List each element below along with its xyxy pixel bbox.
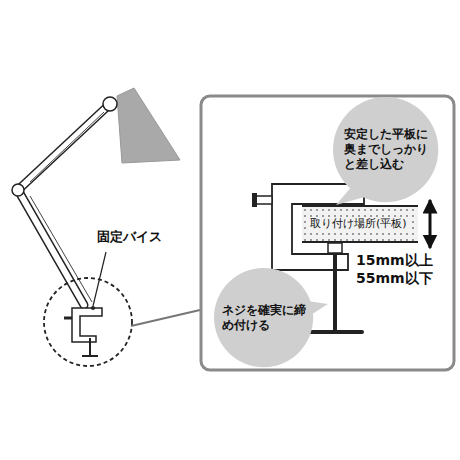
bubble-circle — [333, 97, 438, 202]
bubble-circle — [214, 268, 313, 367]
part-label: 固定バイス — [97, 229, 162, 245]
node-text: ネジを確実に締 め付ける — [222, 303, 306, 333]
node-text: 安定した平板に 奥までしっかり と差し込む — [344, 127, 428, 172]
callout-bubble: 安定した平板に 奥までしっかり と差し込む — [333, 97, 438, 202]
node-text: 取り付け場所(平板) — [308, 217, 409, 231]
dimension-label: 15mm以上 55mm以下 — [356, 252, 433, 287]
callout-bubble: ネジを確実に締 め付ける — [214, 268, 313, 367]
mounting-board: 取り付け場所(平板) — [302, 205, 418, 243]
